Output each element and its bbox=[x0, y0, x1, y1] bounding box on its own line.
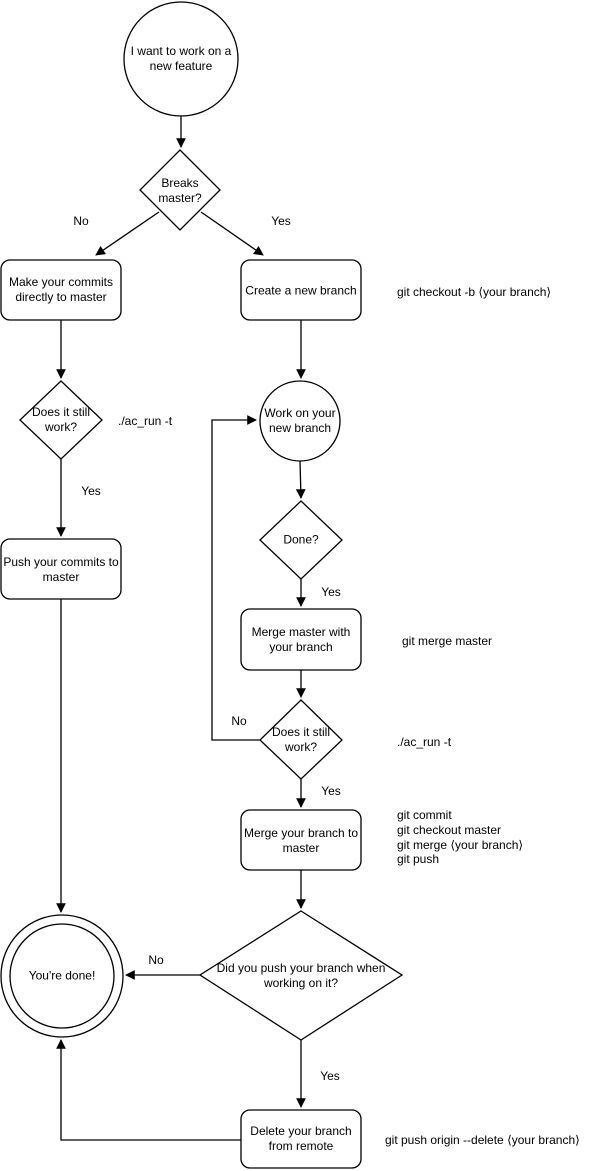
node-still-work-1 bbox=[19, 380, 103, 460]
edge-label-yes-breaks: Yes bbox=[269, 214, 293, 228]
edge-label-yes-done: Yes bbox=[319, 585, 343, 599]
annotation-ac-run-2: ./ac_run -t bbox=[397, 735, 452, 749]
node-merge-branch bbox=[240, 809, 362, 871]
annotation-git-checkout-master: git checkout master bbox=[397, 823, 502, 837]
work-branch-label: Work on your new branch bbox=[264, 406, 336, 435]
done-label: Done? bbox=[283, 532, 319, 547]
merge-branch-label: Merge your branch to master bbox=[243, 826, 359, 855]
annotation-git-commit: git commit bbox=[397, 808, 452, 822]
edge-label-yes-still-1: Yes bbox=[79, 484, 103, 498]
node-merge-master bbox=[240, 608, 362, 671]
youre-done-label: You're done! bbox=[28, 968, 96, 983]
edge-delete-loop-to-youre-done bbox=[56, 1039, 241, 1141]
edge-still-work-2-no-loop-to-work-branch bbox=[211, 415, 260, 741]
annotation-git-merge-branch: git merge ⟨your branch⟩ bbox=[397, 838, 524, 852]
node-still-work-2 bbox=[259, 699, 343, 780]
node-make-commits bbox=[0, 259, 122, 321]
breaks-master-label: Breaks master? bbox=[158, 176, 202, 205]
node-start bbox=[123, 1, 239, 117]
merge-master-label: Merge master with your branch bbox=[251, 625, 351, 654]
edge-label-no-did-push: No bbox=[146, 953, 166, 967]
push-commits-label: Push your commits to master bbox=[3, 555, 119, 584]
node-done bbox=[259, 500, 343, 580]
annotation-ac-run-1: ./ac_run -t bbox=[118, 414, 173, 428]
still-work-1-label: Does it still work? bbox=[31, 405, 90, 434]
node-youre-done-inner bbox=[9, 923, 115, 1029]
node-push-commits bbox=[0, 538, 122, 600]
annotation-git-push: git push bbox=[397, 852, 440, 866]
node-work-branch bbox=[259, 380, 341, 462]
did-push-label: Did you push your branch when working on… bbox=[216, 961, 386, 990]
edge-label-no-still-2: No bbox=[229, 714, 249, 728]
annotation-merge-master-cmd: git merge master bbox=[402, 634, 493, 648]
edge-breaks-no-to-make-commits bbox=[95, 211, 160, 256]
start-label: I want to work on a new feature bbox=[130, 44, 232, 73]
edge-label-yes-still-2: Yes bbox=[319, 784, 343, 798]
create-branch-label: Create a new branch bbox=[245, 283, 357, 298]
delete-remote-label: Delete your branch from remote bbox=[250, 1124, 352, 1153]
still-work-2-label: Does it still work? bbox=[271, 725, 330, 754]
annotation-checkout-cmd: git checkout -b ⟨your branch⟩ bbox=[397, 285, 552, 299]
node-create-branch bbox=[240, 259, 362, 321]
annotation-delete-cmd: git push origin --delete ⟨your branch⟩ bbox=[385, 1133, 580, 1147]
make-commits-label: Make your commits directly to master bbox=[8, 275, 114, 304]
node-breaks-master bbox=[139, 149, 221, 231]
edge-label-yes-did-push: Yes bbox=[318, 1069, 342, 1083]
node-did-push bbox=[198, 910, 404, 1041]
edge-work-branch-to-done bbox=[295, 460, 306, 499]
edge-label-no-breaks: No bbox=[71, 214, 91, 228]
edge-breaks-yes-to-create-branch bbox=[200, 211, 264, 256]
node-delete-remote bbox=[240, 1109, 362, 1169]
